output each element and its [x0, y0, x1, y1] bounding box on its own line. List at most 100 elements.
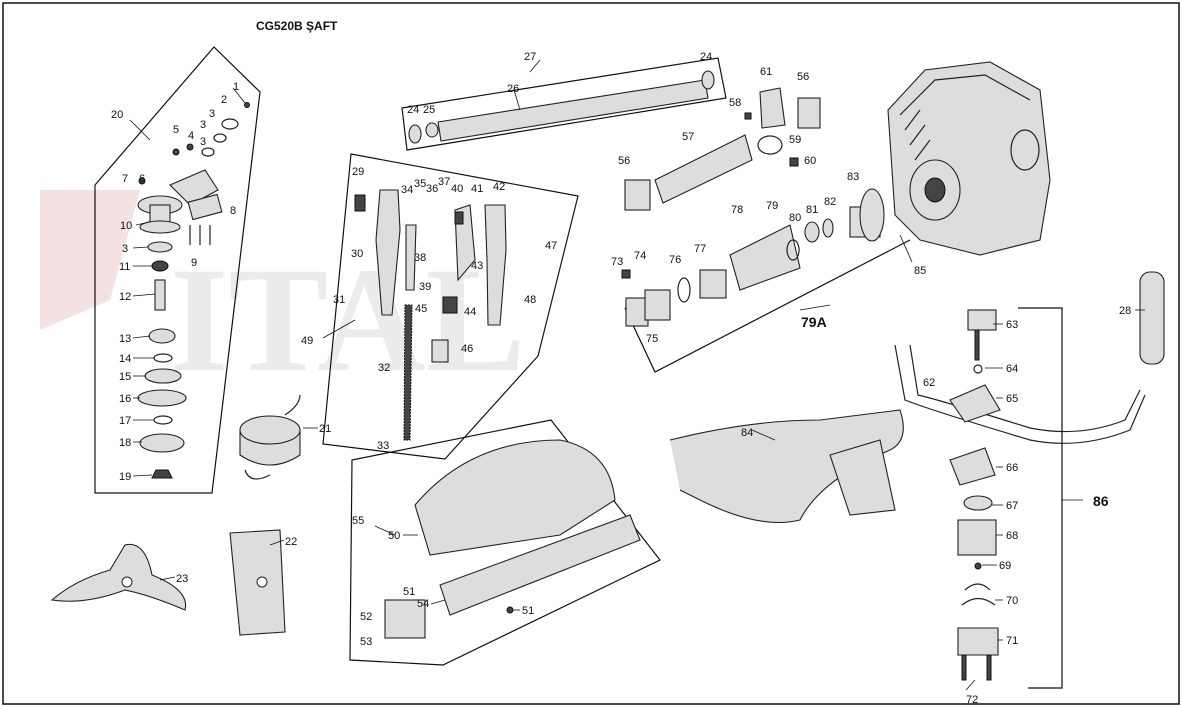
label-48: 48	[524, 294, 536, 306]
label-3d: 3	[122, 243, 128, 255]
handle-clamp-parts	[949, 309, 1001, 681]
label-3a: 3	[209, 108, 215, 120]
shaft-tube	[408, 70, 715, 144]
label-49: 49	[301, 335, 313, 347]
label-24a: 24	[407, 104, 419, 116]
label-70: 70	[1006, 595, 1018, 607]
label-73: 73	[611, 256, 623, 268]
label-78: 78	[731, 204, 743, 216]
label-37: 37	[438, 176, 450, 188]
label-67: 67	[1006, 500, 1018, 512]
watermark: ITAL	[40, 190, 526, 403]
label-63: 63	[1006, 319, 1018, 331]
label-39: 39	[419, 281, 431, 293]
label-25: 25	[423, 104, 435, 116]
label-14: 14	[119, 353, 131, 365]
label-22: 22	[285, 536, 297, 548]
label-72: 72	[966, 694, 978, 706]
label-79A: 79A	[801, 314, 827, 330]
group-frame-27	[401, 57, 727, 151]
label-38: 38	[414, 252, 426, 264]
label-80: 80	[789, 212, 801, 224]
label-79: 79	[766, 200, 778, 212]
label-65: 65	[1006, 393, 1018, 405]
label-33: 33	[377, 440, 389, 452]
label-26: 26	[507, 83, 519, 95]
label-51a: 51	[403, 586, 415, 598]
label-24b: 24	[700, 51, 712, 63]
label-32: 32	[378, 362, 390, 374]
group-frame-55	[349, 419, 661, 666]
label-15: 15	[119, 371, 131, 383]
label-68: 68	[1006, 530, 1018, 542]
label-75: 75	[646, 333, 658, 345]
label-53: 53	[360, 636, 372, 648]
label-85: 85	[914, 265, 926, 277]
label-74: 74	[634, 250, 646, 262]
label-58: 58	[729, 97, 741, 109]
label-19: 19	[119, 471, 131, 483]
label-28: 28	[1119, 305, 1131, 317]
label-71: 71	[1006, 635, 1018, 647]
guard-assembly	[384, 439, 641, 639]
label-54: 54	[417, 598, 429, 610]
engine	[887, 61, 1051, 256]
label-52: 52	[360, 611, 372, 623]
label-64: 64	[1006, 363, 1018, 375]
label-21: 21	[319, 423, 331, 435]
leader-lines	[129, 59, 1145, 691]
label-44: 44	[464, 306, 476, 318]
label-62: 62	[923, 377, 935, 389]
handle-assembly	[354, 189, 507, 441]
label-34: 34	[401, 184, 413, 196]
label-13: 13	[119, 333, 131, 345]
clutch-assembly	[621, 188, 885, 327]
label-5: 5	[173, 124, 179, 136]
group-frame-49	[322, 153, 579, 460]
label-77: 77	[694, 243, 706, 255]
label-36: 36	[426, 183, 438, 195]
label-82: 82	[824, 196, 836, 208]
label-66: 66	[1006, 462, 1018, 474]
label-17: 17	[119, 415, 131, 427]
label-20: 20	[111, 109, 123, 121]
label-57: 57	[682, 131, 694, 143]
label-16: 16	[119, 393, 131, 405]
tube-clamps	[624, 87, 821, 211]
label-40: 40	[451, 183, 463, 195]
trimmer-head	[239, 394, 301, 480]
label-3c: 3	[200, 136, 206, 148]
label-4: 4	[188, 130, 194, 142]
cutting-blades	[50, 529, 286, 636]
label-45: 45	[415, 303, 427, 315]
label-76: 76	[669, 254, 681, 266]
label-56b: 56	[797, 71, 809, 83]
label-81: 81	[806, 204, 818, 216]
handle-bar	[894, 271, 1165, 444]
label-41: 41	[471, 183, 483, 195]
label-8: 8	[230, 205, 236, 217]
bracket-86	[1018, 307, 1063, 689]
label-29: 29	[352, 166, 364, 178]
label-42: 42	[493, 181, 505, 193]
group-frame-79A	[624, 239, 911, 373]
label-12: 12	[119, 291, 131, 303]
shoulder-strap	[669, 409, 904, 524]
label-47: 47	[545, 240, 557, 252]
label-56a: 56	[618, 155, 630, 167]
label-23: 23	[176, 573, 188, 585]
label-11: 11	[119, 261, 130, 273]
label-60: 60	[804, 155, 816, 167]
group-frame-20	[94, 46, 261, 494]
label-69: 69	[999, 560, 1011, 572]
label-1: 1	[233, 81, 239, 93]
label-46: 46	[461, 343, 473, 355]
label-31: 31	[333, 294, 345, 306]
label-3b: 3	[200, 119, 206, 131]
label-2: 2	[221, 94, 227, 106]
label-30: 30	[351, 248, 363, 260]
diagram-title: CG520B ŞAFT	[256, 19, 338, 33]
label-84: 84	[741, 427, 753, 439]
